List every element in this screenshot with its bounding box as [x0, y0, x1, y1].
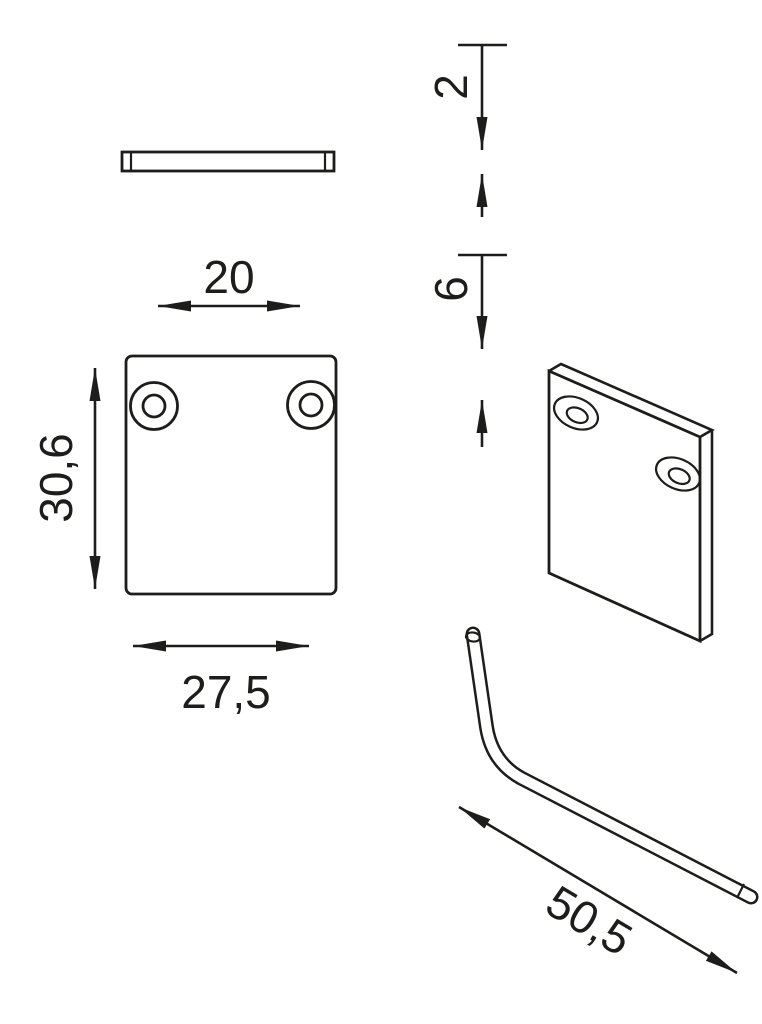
dim-thickness-label: 2	[425, 74, 477, 100]
dim-plate-width-label: 27,5	[181, 666, 271, 718]
iso-hole-right-inner	[667, 467, 691, 486]
dimension-plate-width: 27,5	[133, 640, 309, 718]
hex-key-body	[468, 629, 756, 902]
hole-left-inner	[141, 393, 167, 419]
dimension-recess-depth: 6	[425, 253, 507, 447]
plate-side-view	[120, 150, 336, 173]
iso-hole-right-outer	[654, 456, 702, 492]
plate-isometric-view	[547, 362, 715, 644]
hex-key	[464, 626, 759, 905]
dim-hole-pitch-label: 20	[203, 251, 254, 303]
iso-right-face-edges	[699, 430, 714, 643]
plate-side-outline	[120, 150, 336, 173]
dim-key-length-label: 50,5	[537, 875, 641, 966]
iso-hole-left-inner	[565, 406, 589, 425]
dimension-plate-height: 30,6	[30, 368, 101, 589]
iso-top-face-edges	[548, 362, 715, 439]
hex-key-outline	[465, 626, 759, 905]
plate-front-view	[124, 354, 338, 596]
iso-hole-left-outer	[552, 395, 600, 431]
dim-recess-label: 6	[425, 276, 477, 302]
dim-key-length-arrow	[458, 805, 738, 975]
plate-front-outline	[124, 354, 338, 596]
iso-hole-right	[654, 456, 702, 492]
hole-right-inner	[298, 392, 324, 418]
hex-key-tip-facet	[736, 883, 745, 899]
dim-plate-height-label: 30,6	[30, 433, 82, 523]
iso-hole-left	[552, 395, 600, 431]
dimension-hole-pitch: 20	[158, 251, 300, 312]
dimension-plate-thickness: 2	[425, 43, 507, 217]
iso-front-face	[547, 368, 702, 644]
hex-key-top-cap	[464, 631, 482, 643]
dimension-key-length: 50,5	[458, 805, 738, 975]
